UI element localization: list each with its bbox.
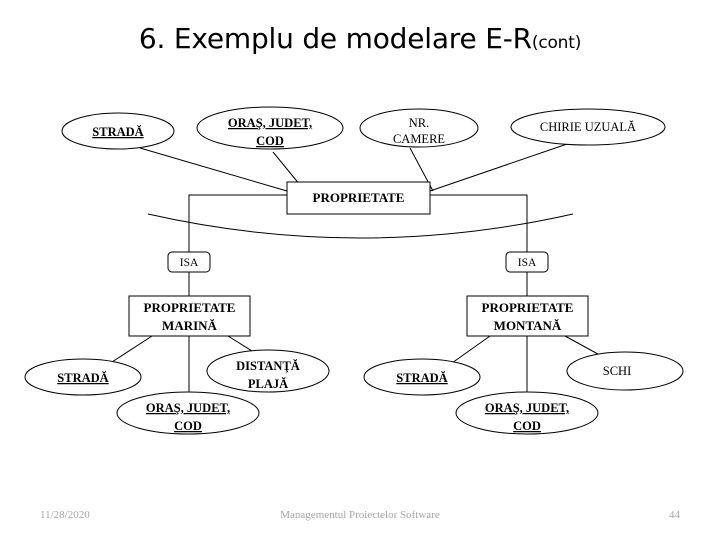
attribute-strada-montana[interactable]: STRADĂ: [363, 358, 481, 396]
attribute-nr-camere[interactable]: NR. CAMERE: [359, 108, 479, 148]
attribute-ellipse[interactable]: [359, 108, 479, 148]
attribute-strada-marina[interactable]: STRADĂ: [24, 358, 142, 396]
isa-box[interactable]: [167, 251, 211, 273]
attribute-ellipse[interactable]: [363, 358, 481, 396]
attribute-ellipse[interactable]: [566, 351, 684, 391]
entity-box[interactable]: [128, 295, 251, 337]
attribute-ellipse[interactable]: [61, 112, 175, 150]
attribute-label-line2: COD: [513, 419, 541, 433]
connector-marina-to-strada: [111, 335, 153, 363]
attribute-schi[interactable]: SCHI: [566, 351, 684, 391]
page-title: 6. Exemplu de modelare E-R(cont): [0, 22, 720, 55]
connector-proprietate-to-isa-right: [430, 194, 528, 252]
attribute-oras-judet-cod-montana[interactable]: ORAŞ, JUDET, COD: [455, 391, 599, 435]
attribute-ellipse[interactable]: [206, 349, 330, 393]
entity-label-line1: PROPRIETATE: [482, 300, 574, 315]
attribute-label-line2: PLAJĂ: [248, 377, 288, 391]
entity-proprietate[interactable]: PROPRIETATE: [286, 181, 431, 215]
attribute-label-line2: COD: [256, 134, 284, 148]
attribute-label-line1: DISTANŢĂ: [236, 359, 300, 373]
entity-label: PROPRIETATE: [313, 190, 405, 205]
connector-montana-to-strada: [451, 335, 491, 364]
footer-page-number: 44: [669, 509, 680, 521]
isa-box-right[interactable]: ISA: [505, 251, 549, 273]
attribute-oras-judet-cod-top[interactable]: ORAŞ, JUDET, COD: [196, 106, 344, 150]
attribute-label-line1: ORAŞ, JUDET,: [228, 116, 312, 130]
attribute-chirie-uzuala[interactable]: CHIRIE UZUALĂ: [510, 108, 666, 146]
entity-box[interactable]: [466, 295, 589, 337]
entity-label-line1: PROPRIETATE: [144, 300, 236, 315]
entity-label-line2: MONTANĂ: [494, 318, 562, 333]
isa-box[interactable]: [505, 251, 549, 273]
attribute-label-line1: ORAŞ, JUDET,: [146, 401, 230, 415]
attribute-label-line2: COD: [174, 419, 202, 433]
footer-center-text: Managementul Proiectelor Software: [280, 509, 440, 521]
isa-label: ISA: [518, 257, 537, 269]
attribute-label: CHIRIE UZUALĂ: [540, 120, 636, 134]
attribute-ellipse[interactable]: [24, 358, 142, 396]
connector-group-isa: [188, 194, 528, 296]
connector-strada-top-to-proprietate: [139, 147, 288, 192]
attribute-label-line1: ORAŞ, JUDET,: [485, 401, 569, 415]
attribute-label: STRADĂ: [57, 371, 108, 385]
attribute-ellipse[interactable]: [196, 106, 344, 150]
footer-date: 11/28/2020: [40, 509, 90, 521]
entity-box[interactable]: [286, 181, 431, 215]
attribute-label: SCHI: [603, 364, 631, 378]
connector-chirie-to-proprietate: [429, 142, 571, 192]
isa-box-left[interactable]: ISA: [167, 251, 211, 273]
entity-label-line2: MARINĂ: [162, 318, 217, 333]
attribute-ellipse[interactable]: [510, 108, 666, 146]
page-title-suffix: (cont): [531, 33, 582, 53]
isa-label: ISA: [180, 257, 199, 269]
attribute-label: STRADĂ: [396, 371, 447, 385]
connector-proprietate-to-isa-left: [188, 194, 287, 252]
entity-proprietate-marina[interactable]: PROPRIETATE MARINĂ: [128, 295, 251, 337]
attribute-strada-top[interactable]: STRADĂ: [61, 112, 175, 150]
attribute-label: STRADĂ: [92, 125, 143, 139]
attribute-label-line1: NR.: [409, 116, 430, 130]
attribute-label-line2: CAMERE: [393, 132, 445, 146]
entity-proprietate-montana[interactable]: PROPRIETATE MONTANĂ: [466, 295, 589, 337]
attribute-distanta-plaja[interactable]: DISTANŢĂ PLAJĂ: [206, 349, 330, 393]
attribute-ellipse[interactable]: [116, 391, 260, 435]
attribute-ellipse[interactable]: [455, 391, 599, 435]
page-title-main: 6. Exemplu de modelare E-R: [138, 22, 532, 55]
attribute-oras-judet-cod-marina[interactable]: ORAŞ, JUDET, COD: [116, 391, 260, 435]
isa-generalization-arc: [147, 213, 574, 239]
